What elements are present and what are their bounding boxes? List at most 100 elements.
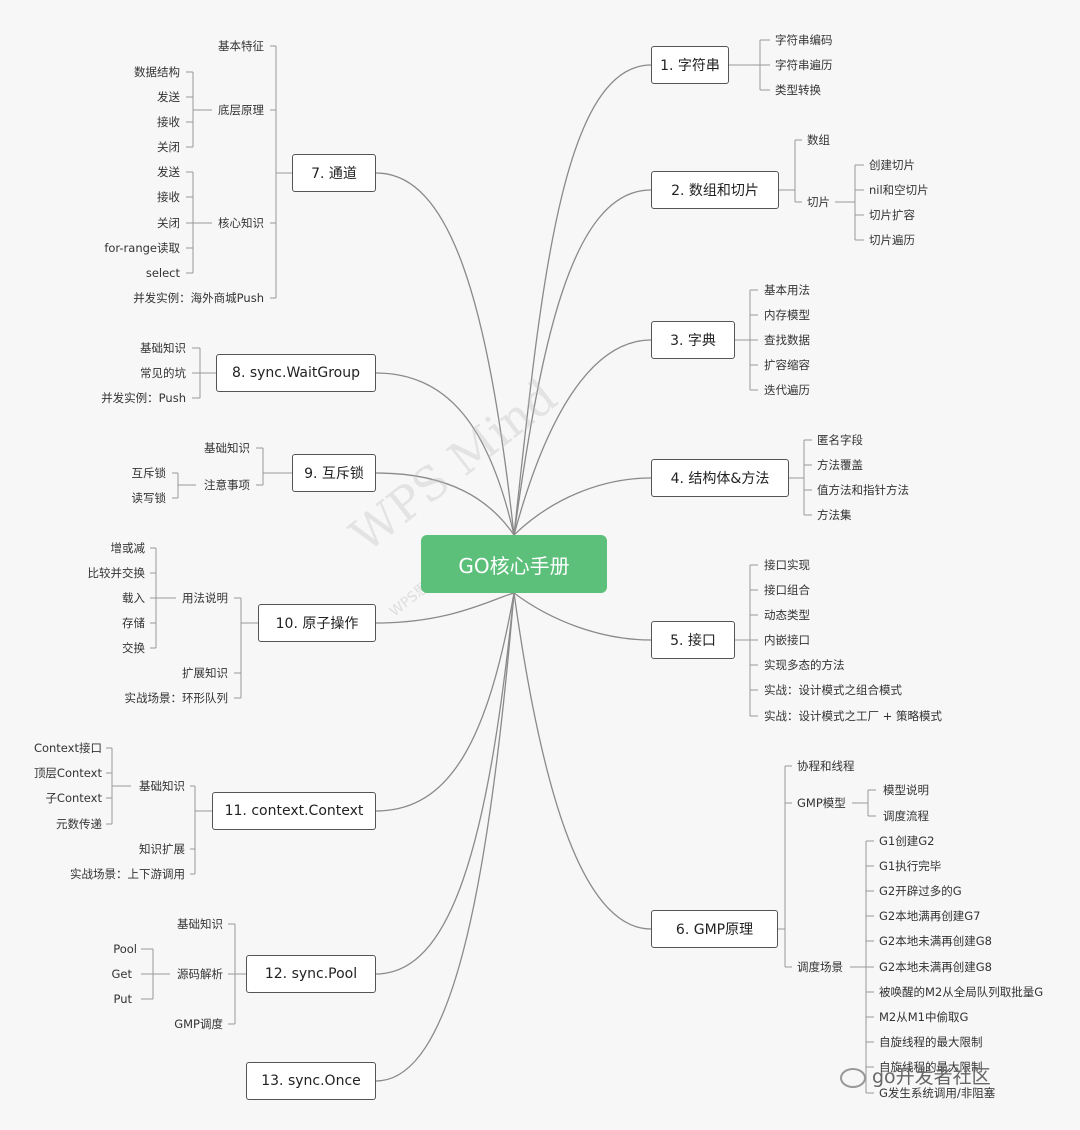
leaf-string-traverse: 字符串遍历 (775, 58, 833, 72)
leaf-polymorphism: 实现多态的方法 (764, 658, 845, 672)
leaf-scene: G2本地未满再创建G8 (879, 960, 992, 974)
leaf-pool-basic: 基础知识 (177, 917, 223, 931)
branch-channel[interactable]: 7. 通道 (292, 154, 376, 192)
leaf-map-resize: 扩容缩容 (764, 358, 810, 372)
branch-gmp[interactable]: 6. GMP原理 (651, 910, 778, 948)
branch-once[interactable]: 13. sync.Once (246, 1062, 376, 1100)
leaf-scene: 自旋线程的最大限制 (879, 1060, 983, 1074)
leaf-ctx-child: 子Context (45, 791, 102, 805)
branch-array-slice[interactable]: 2. 数组和切片 (651, 171, 779, 209)
leaf-close: 关闭 (157, 216, 180, 230)
branch-atomic[interactable]: 10. 原子操作 (258, 604, 376, 642)
leaf-gmp-model: GMP模型 (797, 796, 846, 810)
leaf-scene: 自旋线程的最大限制 (879, 1035, 983, 1049)
leaf-ctx-top: 顶层Context (33, 766, 102, 780)
leaf-ctx-extend: 知识扩展 (139, 842, 185, 856)
leaf-send: 发送 (157, 165, 180, 179)
leaf-scene: G2本地未满再创建G8 (879, 934, 992, 948)
leaf-embedded-interface: 内嵌接口 (764, 633, 810, 647)
leaf-dynamic-type: 动态类型 (764, 608, 810, 622)
branch-interface[interactable]: 5. 接口 (651, 621, 735, 659)
root-node[interactable]: GO核心手册 (421, 535, 607, 593)
leaf-ctx-interface: Context接口 (33, 741, 102, 755)
leaf-anonymous-field: 匿名字段 (817, 433, 863, 447)
leaf-create-slice: 创建切片 (869, 158, 915, 172)
leaf-scene: M2从M1中偷取G (879, 1010, 969, 1024)
leaf-coroutine-thread: 协程和线程 (797, 759, 855, 773)
leaf-pool-put: Put (113, 992, 132, 1006)
leaf-select: select (145, 266, 180, 280)
leaf-ctx-metadata: 元数传递 (56, 817, 102, 831)
leaf-wg-pitfalls: 常见的坑 (140, 366, 186, 380)
leaf-factory-strategy: 实战：设计模式之工厂 + 策略模式 (764, 709, 942, 723)
leaf-receive: 接收 (157, 190, 180, 204)
leaf-mutex-basic: 基础知识 (204, 441, 250, 455)
leaf-pool-source: 源码解析 (177, 967, 223, 981)
leaf-atomic-extend: 扩展知识 (182, 666, 228, 680)
leaf-wg-example: 并发实例：Push (101, 391, 186, 405)
leaf-pool-gmp: GMP调度 (174, 1017, 223, 1031)
leaf-map-basic: 基本用法 (764, 283, 810, 297)
leaf-send: 发送 (157, 90, 180, 104)
leaf-add: 增或减 (110, 541, 146, 555)
leaf-store: 存储 (122, 616, 145, 630)
leaf-swap: 交换 (122, 641, 145, 655)
leaf-slice-traverse: 切片遍历 (869, 233, 915, 247)
leaf-nil-slice: nil和空切片 (869, 183, 929, 197)
leaf-interface-compose: 接口组合 (764, 583, 810, 597)
leaf-map-iterate: 迭代遍历 (764, 383, 810, 397)
leaf-data-structure: 数据结构 (134, 65, 180, 79)
brand-watermark: go开发者社区 (840, 1062, 991, 1089)
leaf-mutex-notes: 注意事项 (204, 478, 250, 492)
leaf-underlying: 底层原理 (218, 103, 264, 117)
leaf-cas: 比较并交换 (87, 566, 146, 580)
leaf-basic-features: 基本特征 (218, 39, 264, 53)
leaf-core-knowledge: 核心知识 (218, 216, 264, 230)
branch-mutex[interactable]: 9. 互斥锁 (292, 454, 376, 492)
leaf-scene: G2开辟过多的G (879, 884, 962, 898)
leaf-method-override: 方法覆盖 (817, 458, 863, 472)
branch-map[interactable]: 3. 字典 (651, 321, 735, 359)
wechat-icon (840, 1067, 866, 1088)
leaf-load: 载入 (122, 591, 145, 605)
branch-context[interactable]: 11. context.Context (212, 792, 376, 830)
brand-text: go开发者社区 (872, 1066, 991, 1088)
leaf-map-memory: 内存模型 (764, 308, 810, 322)
leaf-close: 关闭 (157, 140, 180, 154)
leaf-atomic-usage: 用法说明 (182, 591, 228, 605)
leaf-string-encoding: 字符串编码 (775, 33, 833, 47)
leaf-composite-pattern: 实战：设计模式之组合模式 (764, 683, 902, 697)
leaf-rw-lock: 读写锁 (131, 491, 167, 505)
branch-struct-method[interactable]: 4. 结构体&方法 (651, 459, 789, 497)
leaf-schedule-flow: 调度流程 (883, 809, 929, 823)
branch-strings[interactable]: 1. 字符串 (651, 46, 729, 84)
leaf-for-range: for-range读取 (104, 241, 180, 255)
leaf-receive: 接收 (157, 115, 180, 129)
leaf-ring-queue: 实战场景：环形队列 (124, 691, 229, 705)
leaf-pool-get: Get (111, 967, 133, 981)
leaf-scene: G2本地满再创建G7 (879, 909, 981, 923)
leaf-ctx-basic: 基础知识 (139, 779, 185, 793)
leaf-type-conversion: 类型转换 (775, 83, 821, 97)
leaf-channel-example: 并发实例：海外商城Push (133, 291, 264, 305)
leaf-scene: G1创建G2 (879, 834, 935, 848)
leaf-pool-pool: Pool (113, 942, 137, 956)
leaf-mutex-lock: 互斥锁 (131, 466, 167, 480)
leaf-scene: G1执行完毕 (879, 859, 942, 873)
leaf-map-lookup: 查找数据 (764, 333, 810, 347)
leaf-interface-impl: 接口实现 (764, 558, 810, 572)
branch-pool[interactable]: 12. sync.Pool (246, 955, 376, 993)
leaf-wg-basic: 基础知识 (140, 341, 186, 355)
leaf-scene: 被唤醒的M2从全局队列取批量G (879, 985, 1044, 999)
leaf-scene: G发生系统调用/非阻塞 (879, 1086, 996, 1100)
leaf-method-set: 方法集 (817, 508, 852, 522)
leaf-ctx-scenario: 实战场景：上下游调用 (70, 867, 185, 881)
leaf-array: 数组 (807, 133, 830, 147)
leaf-value-pointer-method: 值方法和指针方法 (817, 483, 909, 497)
branch-waitgroup[interactable]: 8. sync.WaitGroup (216, 354, 376, 392)
leaf-slice-grow: 切片扩容 (869, 208, 915, 222)
leaf-slice: 切片 (807, 195, 830, 209)
leaf-model-desc: 模型说明 (883, 783, 929, 797)
leaf-schedule-scenes: 调度场景 (797, 960, 843, 974)
